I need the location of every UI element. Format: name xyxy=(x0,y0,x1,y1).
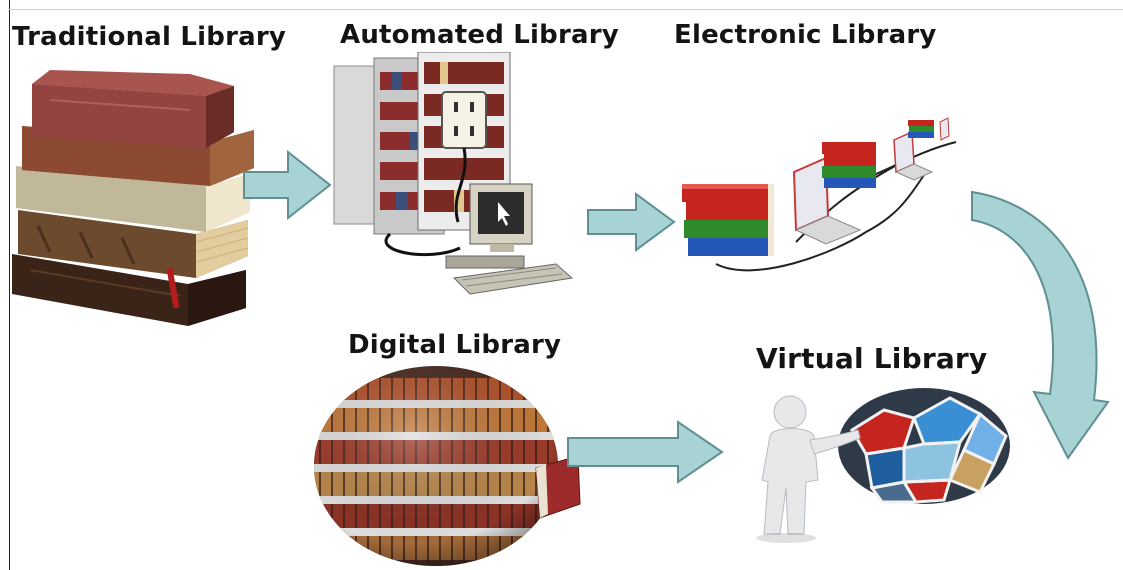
arrow-digital-to-virtual xyxy=(566,418,726,486)
stage-label-electronic: Electronic Library xyxy=(674,20,937,50)
stage-label-traditional: Traditional Library xyxy=(12,22,287,52)
arrow-automated-to-electronic xyxy=(586,190,678,254)
stage-label-virtual: Virtual Library xyxy=(756,342,988,375)
stage-label-digital: Digital Library xyxy=(348,330,562,360)
networked-laptops-icon xyxy=(676,112,976,292)
person-media-sphere-icon xyxy=(754,384,1014,544)
arrow-electronic-to-virtual xyxy=(968,190,1118,470)
bookshelf-globe-icon xyxy=(310,364,590,569)
stage-label-automated: Automated Library xyxy=(340,20,619,50)
computer-shelves-icon xyxy=(330,52,580,302)
arrow-traditional-to-automated xyxy=(242,148,334,222)
book-stack-icon xyxy=(10,56,260,331)
frame-border xyxy=(9,9,1123,10)
frame-border xyxy=(9,0,10,570)
